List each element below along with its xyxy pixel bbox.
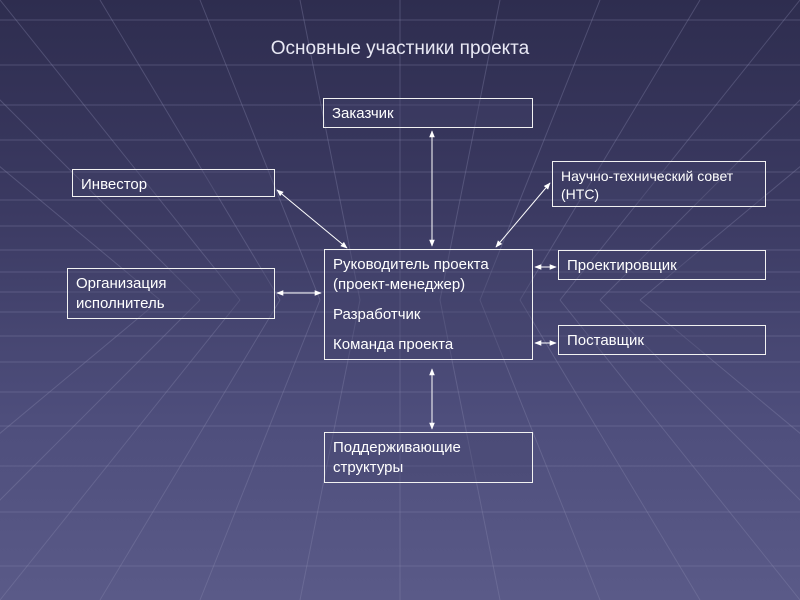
node-supplier-label: Поставщик: [567, 332, 644, 349]
node-project-manager-line-4: Команда проекта: [333, 336, 454, 353]
node-project-manager-line-1: Руководитель проекта: [333, 256, 489, 273]
slide-title: Основные участники проекта: [270, 38, 530, 59]
node-designer: Проектировщик: [558, 250, 766, 280]
node-customer: Заказчик: [323, 98, 533, 128]
node-contractor-org: Организация исполнитель: [67, 268, 275, 319]
node-project-manager-line-2: (проект-менеджер): [333, 276, 466, 293]
node-sci-council-line-1: Научно-технический совет: [561, 168, 734, 184]
node-sci-council: Научно-технический совет (НТС): [552, 161, 766, 207]
node-support: Поддерживающие структуры: [324, 432, 533, 483]
node-designer-label: Проектировщик: [567, 257, 677, 274]
node-investor: Инвестор: [72, 169, 275, 197]
node-project-manager-line-3: Разработчик: [333, 306, 421, 323]
node-contractor-org-line-2: исполнитель: [76, 295, 165, 312]
node-supplier: Поставщик: [558, 325, 766, 355]
node-project-manager: Руководитель проекта (проект-менеджер) Р…: [324, 249, 533, 360]
node-investor-label: Инвестор: [81, 176, 148, 193]
node-contractor-org-line-1: Организация: [76, 275, 167, 292]
node-support-line-1: Поддерживающие: [333, 439, 461, 456]
node-support-line-2: структуры: [333, 459, 404, 476]
node-customer-label: Заказчик: [332, 105, 394, 122]
node-sci-council-line-2: (НТС): [561, 186, 600, 202]
